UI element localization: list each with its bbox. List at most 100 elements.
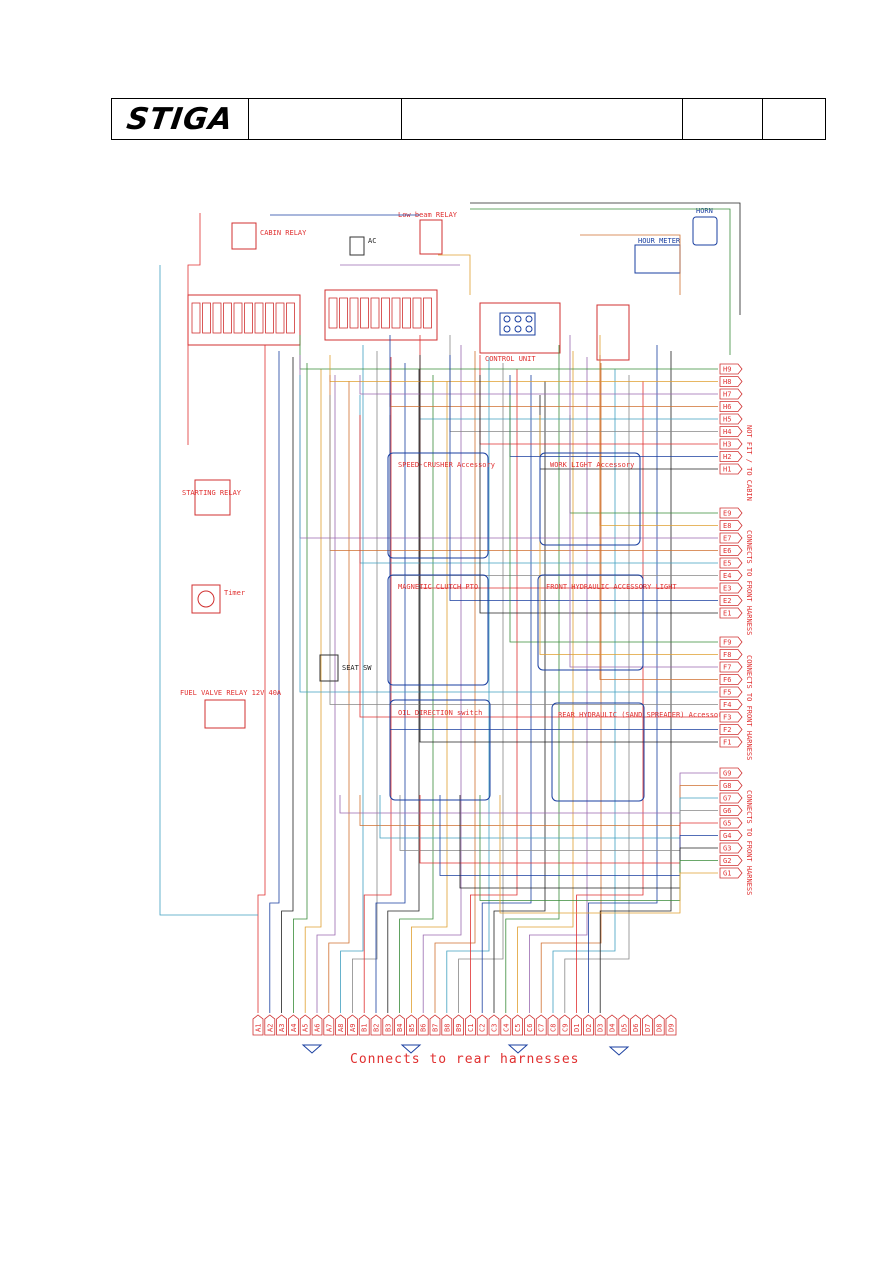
connector-pin: F4: [719, 699, 743, 710]
bottom-connector-label: C7: [538, 1024, 546, 1032]
connector-pin: H5: [719, 413, 743, 425]
wire: [449, 355, 718, 601]
ignition-switch: [596, 304, 630, 361]
wiring-diagram: CONTROL UNIT CABIN RELAY Low beam RELAY …: [159, 202, 753, 1067]
connector-pin: F9: [719, 636, 743, 648]
fuse-box-left: [187, 294, 301, 346]
seat-switch-label: SEAT SW: [342, 664, 372, 672]
bottom-connector-pin: A5: [299, 1014, 311, 1036]
bottom-connector-pin: D7: [641, 1014, 653, 1036]
work-light-label: WORK LIGHT Accessory: [550, 461, 634, 469]
connector-pin-label: E1: [723, 610, 731, 618]
bottom-connector-label: C9: [561, 1024, 569, 1032]
bottom-connector-label: A9: [349, 1024, 357, 1032]
wire: [375, 363, 406, 1013]
module-rear-hydraulic: REAR HYDRAULIC (SAND SPREADER) Accessory: [551, 702, 727, 802]
wire: [499, 795, 718, 914]
connector-pin-label: F6: [723, 676, 731, 684]
fuse: [328, 297, 338, 329]
connector-pin: H8: [719, 376, 743, 387]
horn-label: HORN: [696, 207, 713, 215]
fuse: [244, 302, 253, 334]
connector-pin-label: H6: [723, 403, 731, 411]
bottom-connector-pin: C7: [535, 1014, 547, 1036]
connector-pin-label: E2: [723, 597, 731, 605]
bottom-connector-label: B9: [455, 1024, 463, 1032]
connector-pin-label: G2: [723, 857, 731, 865]
wire: [481, 375, 532, 1013]
fuse: [254, 302, 264, 334]
fuse: [412, 297, 422, 329]
wire: [580, 234, 681, 295]
control-unit-label: CONTROL UNIT: [485, 355, 536, 363]
fuse: [339, 297, 348, 329]
ac-connector: AC: [349, 236, 376, 256]
wire: [411, 381, 448, 1013]
horn: HORN: [692, 207, 718, 246]
module-front-hydraulic: FRONT HYDRAULIC ACCESSORY LIGHT: [537, 574, 677, 671]
bottom-connector-pin: A8: [335, 1014, 347, 1036]
bottom-connector-label: D9: [668, 1024, 676, 1032]
title-cell-5: [763, 99, 825, 139]
bottom-connector-pin: A2: [264, 1014, 276, 1036]
module-oil-direction: OIL DIRECTION switch: [389, 699, 491, 801]
wire: [363, 357, 392, 1013]
fuel-valve-label: FUEL VALVE RELAY 12V 40A: [180, 689, 282, 697]
wire: [422, 345, 462, 1013]
bottom-connector-label: B1: [361, 1024, 369, 1032]
fuse: [275, 302, 285, 334]
connector-pin-label: H9: [723, 366, 731, 374]
bottom-connector-label: B5: [408, 1024, 416, 1032]
connector-pin: E3: [719, 582, 743, 594]
bottom-connector-pin: B3: [382, 1014, 394, 1036]
wire: [576, 381, 644, 1013]
connector-pin-label: F4: [723, 701, 731, 709]
fuse: [265, 302, 274, 334]
wire: [479, 375, 718, 614]
bottom-connector-pin: D2: [582, 1014, 594, 1036]
connector-pin-label: F9: [723, 639, 731, 647]
connector-pin: F8: [719, 649, 743, 660]
wire: [493, 381, 546, 1013]
bottom-connector-pin: D3: [594, 1014, 606, 1036]
connector-pin-label: F2: [723, 726, 731, 734]
connector-pin: E5: [719, 557, 743, 569]
connector-pin: H2: [719, 451, 743, 462]
wire: [438, 254, 471, 295]
module-work-light: WORK LIGHT Accessory: [539, 452, 641, 546]
bottom-connector-label: A8: [337, 1024, 345, 1032]
connector-pin: E9: [719, 507, 743, 519]
control-unit: CONTROL UNIT: [479, 302, 561, 363]
wire: [387, 369, 420, 1013]
stiga-logo: STIGA: [124, 101, 236, 137]
connector-pin: G9: [719, 767, 743, 779]
fuse: [402, 297, 411, 329]
connector-pin: F5: [719, 686, 743, 698]
connector-pin: H3: [719, 438, 743, 450]
low-beam-relay-label: Low beam RELAY: [398, 211, 458, 219]
connector-pin-label: F5: [723, 689, 731, 697]
bottom-connector-pin: D8: [653, 1014, 665, 1036]
wire: [281, 357, 294, 1013]
connector-pin-label: G6: [723, 807, 731, 815]
fuse: [370, 297, 380, 329]
bottom-connector-pin: D4: [606, 1014, 618, 1036]
cabin-relay-label: CABIN RELAY: [260, 229, 307, 237]
bottom-connector-pin: C5: [512, 1014, 524, 1036]
bottom-connector-label: B6: [420, 1024, 428, 1032]
connector-pin: H7: [719, 388, 743, 400]
bottom-connector-pin: C4: [500, 1014, 512, 1036]
connector-pin-label: E5: [723, 560, 731, 568]
bottom-connector-pin: B5: [405, 1014, 417, 1036]
bottom-connector-pin: C1: [464, 1014, 476, 1036]
wire: [379, 795, 718, 839]
connector-pin: G7: [719, 792, 743, 804]
bottom-connector-label: B2: [373, 1024, 381, 1032]
wire: [187, 213, 201, 445]
connector-pin: G2: [719, 855, 743, 866]
fuse: [423, 297, 432, 329]
note-f: CONNECTS TO FRONT HARNESS: [745, 655, 753, 760]
